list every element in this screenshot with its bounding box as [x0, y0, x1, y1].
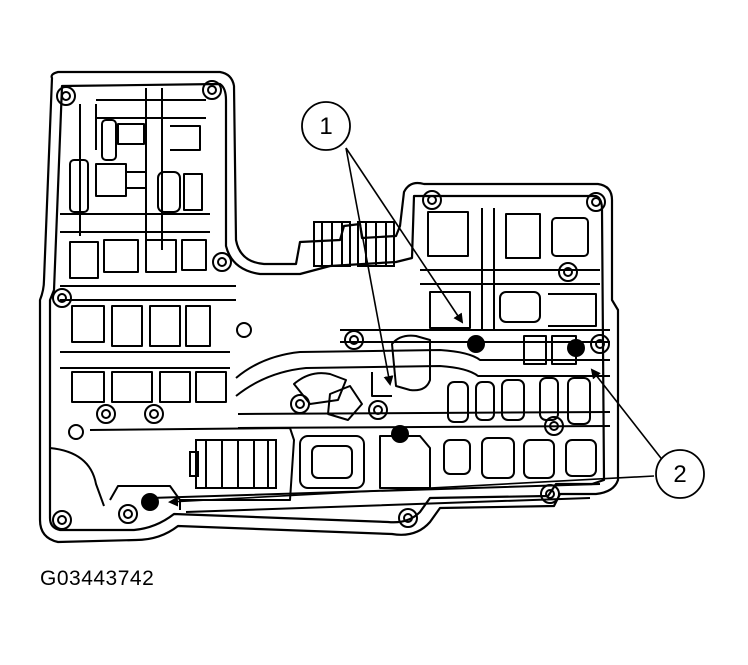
bolt-hole: [422, 190, 442, 210]
bolt-holes: [52, 80, 610, 530]
bolt-hole: [57, 515, 67, 525]
callout-2-leader-b: [168, 475, 655, 507]
bolt-hole: [349, 335, 359, 345]
bolt-hole: [56, 86, 76, 106]
centre-passages: [49, 334, 611, 513]
bolt-hole: [52, 288, 72, 308]
check-ball-marker: [141, 493, 159, 511]
callout-1-leader-a: [345, 147, 464, 324]
bolt-hole: [217, 257, 227, 267]
internal-passages: [60, 88, 236, 403]
check-ball-marker: [391, 425, 409, 443]
bolt-hole: [591, 197, 601, 207]
bolt-hole: [68, 424, 84, 440]
bolt-hole: [545, 489, 555, 499]
bolt-hole: [144, 404, 164, 424]
right-passages: [340, 208, 610, 365]
callout-2-leader-a: [590, 368, 665, 463]
bolt-hole: [61, 91, 71, 101]
bolt-hole: [403, 513, 413, 523]
bolt-hole: [207, 85, 217, 95]
bolt-hole: [368, 400, 388, 420]
bolt-hole: [295, 399, 305, 409]
check-ball-markers: [141, 335, 585, 511]
callout-1-leader-b: [345, 147, 394, 386]
bolt-hole: [101, 409, 111, 419]
bolt-hole: [586, 192, 606, 212]
bolt-hole: [236, 322, 252, 338]
bolt-hole: [558, 262, 578, 282]
bolt-hole: [118, 504, 138, 524]
valve-body-housing: [38, 70, 620, 544]
bolt-hole: [212, 252, 232, 272]
bolt-hole: [202, 80, 222, 100]
check-ball-marker: [467, 335, 485, 353]
bolt-hole: [344, 330, 364, 350]
bolt-hole: [595, 339, 605, 349]
bolt-hole: [96, 404, 116, 424]
bolt-hole: [427, 195, 437, 205]
solenoid-bodies: [189, 221, 395, 489]
bolt-hole: [149, 409, 159, 419]
bolt-hole: [123, 509, 133, 519]
callout-2-number: 2: [673, 461, 686, 488]
callout-1: 1: [301, 101, 351, 151]
check-ball-marker: [567, 339, 585, 357]
bolt-hole: [52, 510, 72, 530]
bolt-hole: [590, 334, 610, 354]
callout-1-number: 1: [319, 113, 332, 140]
bolt-hole: [563, 267, 573, 277]
bolt-hole: [398, 508, 418, 528]
bolt-hole: [57, 293, 67, 303]
callout-2: 2: [655, 449, 705, 499]
bolt-hole: [290, 394, 310, 414]
figure-code: G03443742: [40, 567, 155, 590]
leader-lines: [168, 147, 665, 507]
